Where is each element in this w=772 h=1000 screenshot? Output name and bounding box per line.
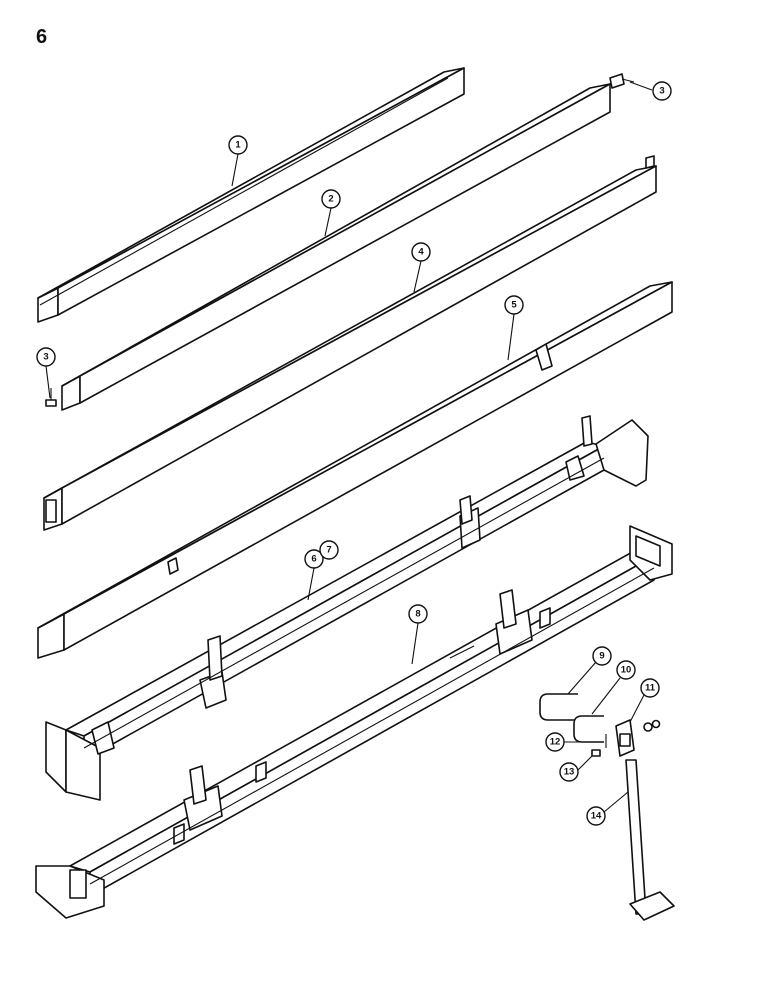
leader-lines (45, 81, 653, 813)
callout-12: 12 (545, 732, 565, 752)
svg-text:6: 6 (311, 554, 316, 565)
square-tube-part-5 (37, 281, 673, 659)
callout-3-lower: 3 (36, 347, 56, 367)
svg-text:8: 8 (415, 609, 420, 620)
bolt-part-3-lower (45, 388, 57, 407)
callout-8: 8 (408, 604, 428, 624)
callout-7: 7 (319, 540, 339, 560)
callout-6: 6 (304, 549, 324, 569)
callout-4: 4 (411, 242, 431, 262)
frame-part-6-7 (45, 415, 649, 801)
svg-text:4: 4 (418, 247, 424, 258)
callout-5: 5 (504, 295, 524, 315)
callout-1: 1 (228, 135, 248, 155)
callout-2: 2 (321, 189, 341, 209)
callout-14: 14 (586, 806, 606, 826)
svg-text:13: 13 (564, 767, 575, 778)
svg-text:9: 9 (599, 651, 604, 662)
callout-10: 10 (616, 660, 636, 680)
callout-9: 9 (592, 646, 612, 666)
callout-11: 11 (640, 678, 660, 698)
svg-text:14: 14 (591, 811, 602, 822)
svg-text:1: 1 (235, 140, 241, 151)
bolt-part-3-upper (609, 73, 635, 89)
callout-13: 13 (559, 762, 579, 782)
callout-3-upper: 3 (652, 81, 672, 101)
jack-stand-part-14 (625, 759, 675, 921)
svg-text:2: 2 (328, 194, 333, 205)
svg-text:5: 5 (511, 300, 517, 311)
clip-part-13 (591, 749, 601, 757)
page-number: 6 (36, 26, 48, 48)
u-bolt-part-9 (539, 693, 578, 721)
bracket-part-11 (615, 719, 661, 757)
svg-text:3: 3 (43, 352, 48, 363)
u-bolt-part-10 (573, 715, 604, 743)
svg-text:3: 3 (659, 86, 664, 97)
svg-text:12: 12 (550, 737, 561, 748)
square-tube-part-2 (61, 83, 611, 411)
square-tube-part-4 (43, 155, 657, 531)
square-tube-part-1 (37, 67, 465, 323)
svg-text:10: 10 (621, 665, 632, 676)
svg-text:11: 11 (645, 683, 656, 694)
svg-text:7: 7 (326, 545, 331, 556)
frame-part-8 (35, 525, 673, 919)
